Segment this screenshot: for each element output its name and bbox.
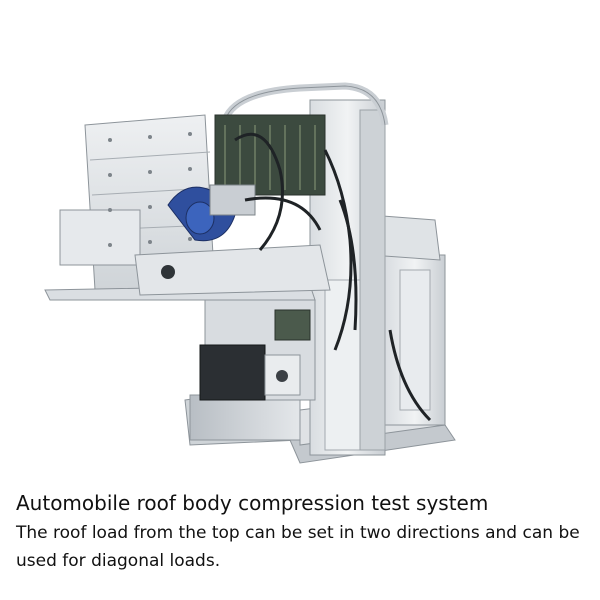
- lower-unit: [199, 299, 316, 401]
- caption-description: The roof load from the top can be set in…: [16, 523, 580, 571]
- load-housing: [59, 114, 216, 291]
- machine-photo: [44, 82, 456, 464]
- right-column: [369, 214, 446, 426]
- caption: Automobile roof body compression test sy…: [16, 490, 591, 575]
- hydraulic-hoses: [234, 132, 432, 422]
- caption-title: Automobile roof body compression test sy…: [16, 491, 489, 515]
- top-frame: [214, 82, 389, 196]
- cross-arm: [44, 244, 331, 301]
